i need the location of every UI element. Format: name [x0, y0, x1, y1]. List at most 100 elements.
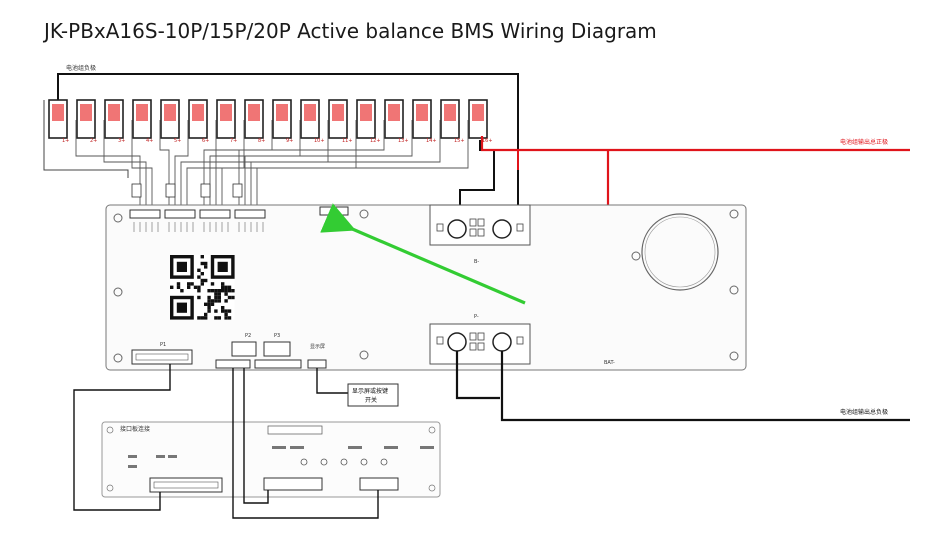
mount-hole — [729, 209, 739, 219]
balance-connector — [164, 209, 196, 219]
sense-wire — [75, 120, 141, 210]
cell-fill — [136, 104, 148, 121]
sense-wire-frame — [43, 100, 129, 178]
cell-label: 3+ — [118, 138, 125, 144]
mount-hole — [729, 351, 739, 361]
cell-fill — [416, 104, 428, 121]
bat-label: BAT- — [604, 360, 615, 366]
pack-negative-label: 电池组负极 — [66, 64, 96, 72]
pack-output-negative-label: 电池组输出总负极 — [840, 408, 888, 416]
sense-wire — [180, 120, 217, 210]
interface-components — [128, 446, 434, 468]
qr-code — [170, 255, 235, 320]
cell-fill — [80, 104, 92, 121]
b-minus-bolt — [447, 219, 467, 239]
interface-board-label: 接口板连接 — [120, 425, 150, 433]
mount-hole — [113, 287, 123, 297]
p-minus-wire — [455, 351, 500, 400]
cell-label: 1+ — [62, 138, 69, 144]
mount-hole — [359, 209, 369, 219]
heating-label: 加热 — [327, 220, 337, 227]
cell-fill — [332, 104, 344, 121]
cell-label: 10+ — [314, 138, 325, 144]
interface-p2-connector — [263, 477, 323, 491]
cell-label: 11+ — [342, 138, 353, 144]
balance-connector — [234, 209, 266, 219]
cell-label: 7+ — [230, 138, 237, 144]
bms-board — [105, 204, 747, 371]
interface-p3-connector — [359, 477, 399, 491]
sense-wire — [159, 120, 170, 210]
display-switch-label-1: 显示屏或按键 — [352, 387, 388, 395]
sense-wire — [250, 120, 441, 210]
p3-connector — [254, 359, 302, 369]
p-minus-bolt — [492, 332, 512, 352]
cell-fill — [164, 104, 176, 121]
heating-arrow — [320, 203, 526, 305]
mount-hole — [113, 353, 123, 363]
pack-output-negative-wire — [500, 351, 910, 422]
cell-fill — [444, 104, 456, 121]
mount-hole — [631, 251, 641, 261]
cell-fill — [248, 104, 260, 121]
balance-connector — [199, 209, 231, 219]
sense-wire — [131, 120, 153, 210]
pack-output-positive-label: 电池组输出总正极 — [840, 138, 888, 146]
cell-fill — [52, 104, 64, 121]
cell-fill — [360, 104, 372, 121]
cell-label: 12+ — [370, 138, 381, 144]
sense-wire — [256, 120, 469, 210]
cell-fill — [304, 104, 316, 121]
sense-wire — [174, 120, 189, 210]
p2-cable — [232, 368, 379, 519]
p2-label: P2 — [245, 333, 251, 339]
cell-label: 5+ — [174, 138, 181, 144]
mount-hole — [359, 350, 369, 360]
display-switch-label-2: 开关 — [365, 396, 377, 404]
sense-wire — [103, 120, 147, 210]
interface-p1-connector — [149, 477, 223, 493]
b-minus-label: B- — [474, 259, 479, 265]
balance-connector — [129, 209, 161, 219]
cell-label: 6+ — [202, 138, 209, 144]
mount-hole — [729, 285, 739, 295]
mount-hole — [113, 213, 123, 223]
p1-label: P1 — [160, 342, 166, 348]
sense-wire — [186, 120, 245, 210]
cell-label: 13+ — [398, 138, 409, 144]
pack-output-positive-wire — [480, 136, 910, 152]
fuse-icon — [200, 183, 211, 198]
p3-cable — [243, 368, 269, 504]
pack-negative-wire — [57, 73, 519, 218]
b-minus-terminal — [429, 204, 531, 246]
p2-connector — [215, 359, 251, 369]
cell-label: 4+ — [146, 138, 153, 144]
diagram-title: JK-PBxA16S-10P/15P/20P Active balance BM… — [44, 19, 657, 43]
cell-fill — [276, 104, 288, 121]
p-minus-bolt — [447, 332, 467, 352]
cell-fill — [192, 104, 204, 121]
cell-fill — [472, 104, 484, 121]
cell-fill — [220, 104, 232, 121]
p1-cable — [73, 364, 171, 511]
display-connector — [307, 359, 327, 369]
cell-label: 9+ — [286, 138, 293, 144]
heating-connector — [319, 206, 349, 216]
cell-label: 2+ — [90, 138, 97, 144]
cell-label: 16+ — [482, 138, 493, 144]
display-switch-box — [347, 383, 399, 407]
battery-cell-string: 1+2+3+4+5+6+7+8+9+10+11+12+13+14+15+16+ — [48, 99, 493, 144]
p3-label: P3 — [274, 333, 280, 339]
p1-connector — [131, 349, 193, 365]
cell-label: 8+ — [258, 138, 265, 144]
fuse-icon — [131, 183, 142, 198]
fuse-icon — [232, 183, 243, 198]
b-minus-bolt — [492, 219, 512, 239]
b-minus-wire — [459, 140, 495, 218]
display-label: 显示屏 — [310, 344, 325, 350]
sense-wire — [203, 120, 273, 210]
cell-fill — [108, 104, 120, 121]
sense-wire — [244, 120, 413, 210]
fan-icon — [641, 213, 719, 291]
